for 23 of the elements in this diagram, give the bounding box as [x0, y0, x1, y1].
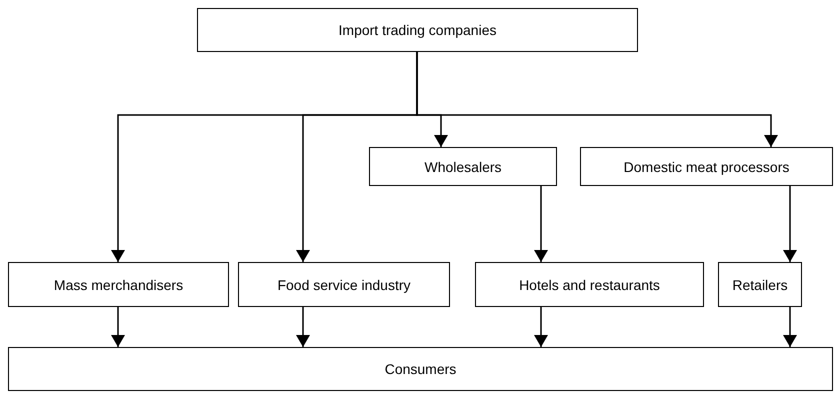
process-box	[8, 262, 229, 307]
box-label: Consumers	[384, 361, 456, 377]
arrow	[416, 52, 778, 147]
box-label: Wholesalers	[424, 158, 502, 174]
process-box	[580, 147, 833, 186]
box-label: Import trading companies	[338, 22, 496, 38]
arrow	[783, 186, 797, 262]
process-box	[718, 262, 802, 307]
arrow	[534, 307, 548, 347]
arrow	[296, 307, 310, 347]
box-label: Domestic meat processors	[624, 158, 790, 174]
process-box	[369, 147, 557, 186]
process-box	[238, 262, 450, 307]
process-box	[197, 8, 638, 52]
process-box	[475, 262, 704, 307]
arrow	[111, 307, 125, 347]
arrow	[534, 186, 548, 262]
box-label: Retailers	[732, 276, 788, 292]
box-label: Mass merchandisers	[54, 276, 184, 292]
process-box	[8, 347, 833, 391]
arrow	[783, 307, 797, 347]
box-label: Hotels and restaurants	[519, 276, 660, 292]
box-label: Food service industry	[277, 276, 411, 292]
